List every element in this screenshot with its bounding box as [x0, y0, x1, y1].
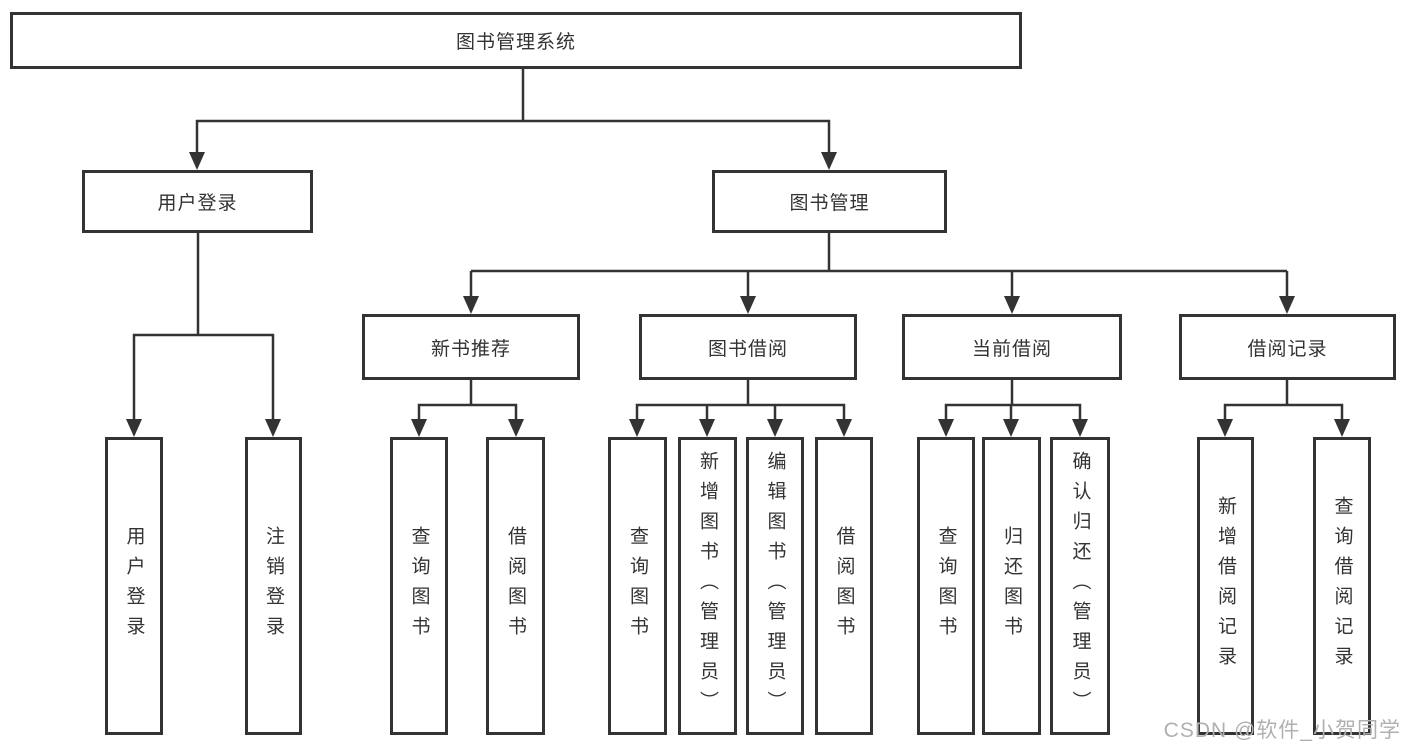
node-current-borrow-label: 当前借阅: [971, 338, 1052, 360]
leaf-bb-edit-books-admin-label: 编辑图书（管理员）: [764, 451, 786, 721]
node-book-borrow: 图书借阅: [639, 314, 857, 380]
leaf-cb-return-books-label: 归还图书: [1001, 526, 1022, 646]
leaf-cb-return-books: 归还图书: [982, 437, 1041, 735]
leaf-bb-query-books-label: 查询图书: [627, 526, 648, 646]
arrowheads: [126, 152, 1350, 437]
node-new-book-recommend-label: 新书推荐: [430, 338, 511, 360]
leaf-cb-confirm-return-admin: 确认归还（管理员）: [1050, 437, 1110, 735]
leaf-nbr-query-books: 查询图书: [390, 437, 448, 735]
node-borrow-records: 借阅记录: [1179, 314, 1396, 380]
node-book-borrow-label: 图书借阅: [707, 338, 788, 360]
leaf-logout-label: 注销登录: [263, 526, 284, 646]
leaf-bb-borrow-books-label: 借阅图书: [833, 526, 855, 646]
node-root-system: 图书管理系统: [10, 12, 1022, 69]
leaf-br-query-record-label: 查询借阅记录: [1331, 496, 1353, 676]
node-user-login: 用户登录: [82, 170, 313, 233]
leaf-bb-query-books: 查询图书: [608, 437, 667, 735]
node-current-borrow: 当前借阅: [902, 314, 1122, 380]
leaf-br-add-record: 新增借阅记录: [1197, 437, 1254, 735]
leaf-logout: 注销登录: [245, 437, 302, 735]
leaf-user-login: 用户登录: [105, 437, 163, 735]
node-book-management: 图书管理: [712, 170, 947, 233]
leaf-bb-edit-books-admin: 编辑图书（管理员）: [746, 437, 804, 735]
watermark: CSDN @软件_小贺同学: [1163, 719, 1401, 742]
leaf-nbr-query-books-label: 查询图书: [408, 526, 430, 646]
leaf-cb-confirm-return-admin-label: 确认归还（管理员）: [1069, 451, 1091, 721]
leaf-cb-query-books: 查询图书: [917, 437, 975, 735]
leaf-nbr-borrow-books-label: 借阅图书: [505, 526, 526, 646]
leaf-br-add-record-label: 新增借阅记录: [1215, 496, 1236, 676]
node-borrow-records-label: 借阅记录: [1247, 338, 1328, 360]
node-root-label: 图书管理系统: [455, 32, 576, 53]
node-new-book-recommend: 新书推荐: [362, 314, 580, 380]
node-book-management-label: 图书管理: [789, 193, 870, 214]
leaf-bb-add-books-admin: 新增图书（管理员）: [678, 437, 737, 735]
leaf-cb-query-books-label: 查询图书: [935, 526, 957, 646]
leaf-bb-add-books-admin-label: 新增图书（管理员）: [697, 451, 718, 721]
leaf-br-query-record: 查询借阅记录: [1313, 437, 1371, 735]
leaf-user-login-label: 用户登录: [123, 526, 145, 646]
leaf-nbr-borrow-books: 借阅图书: [486, 437, 545, 735]
node-user-login-label: 用户登录: [157, 193, 238, 214]
leaf-bb-borrow-books: 借阅图书: [815, 437, 873, 735]
